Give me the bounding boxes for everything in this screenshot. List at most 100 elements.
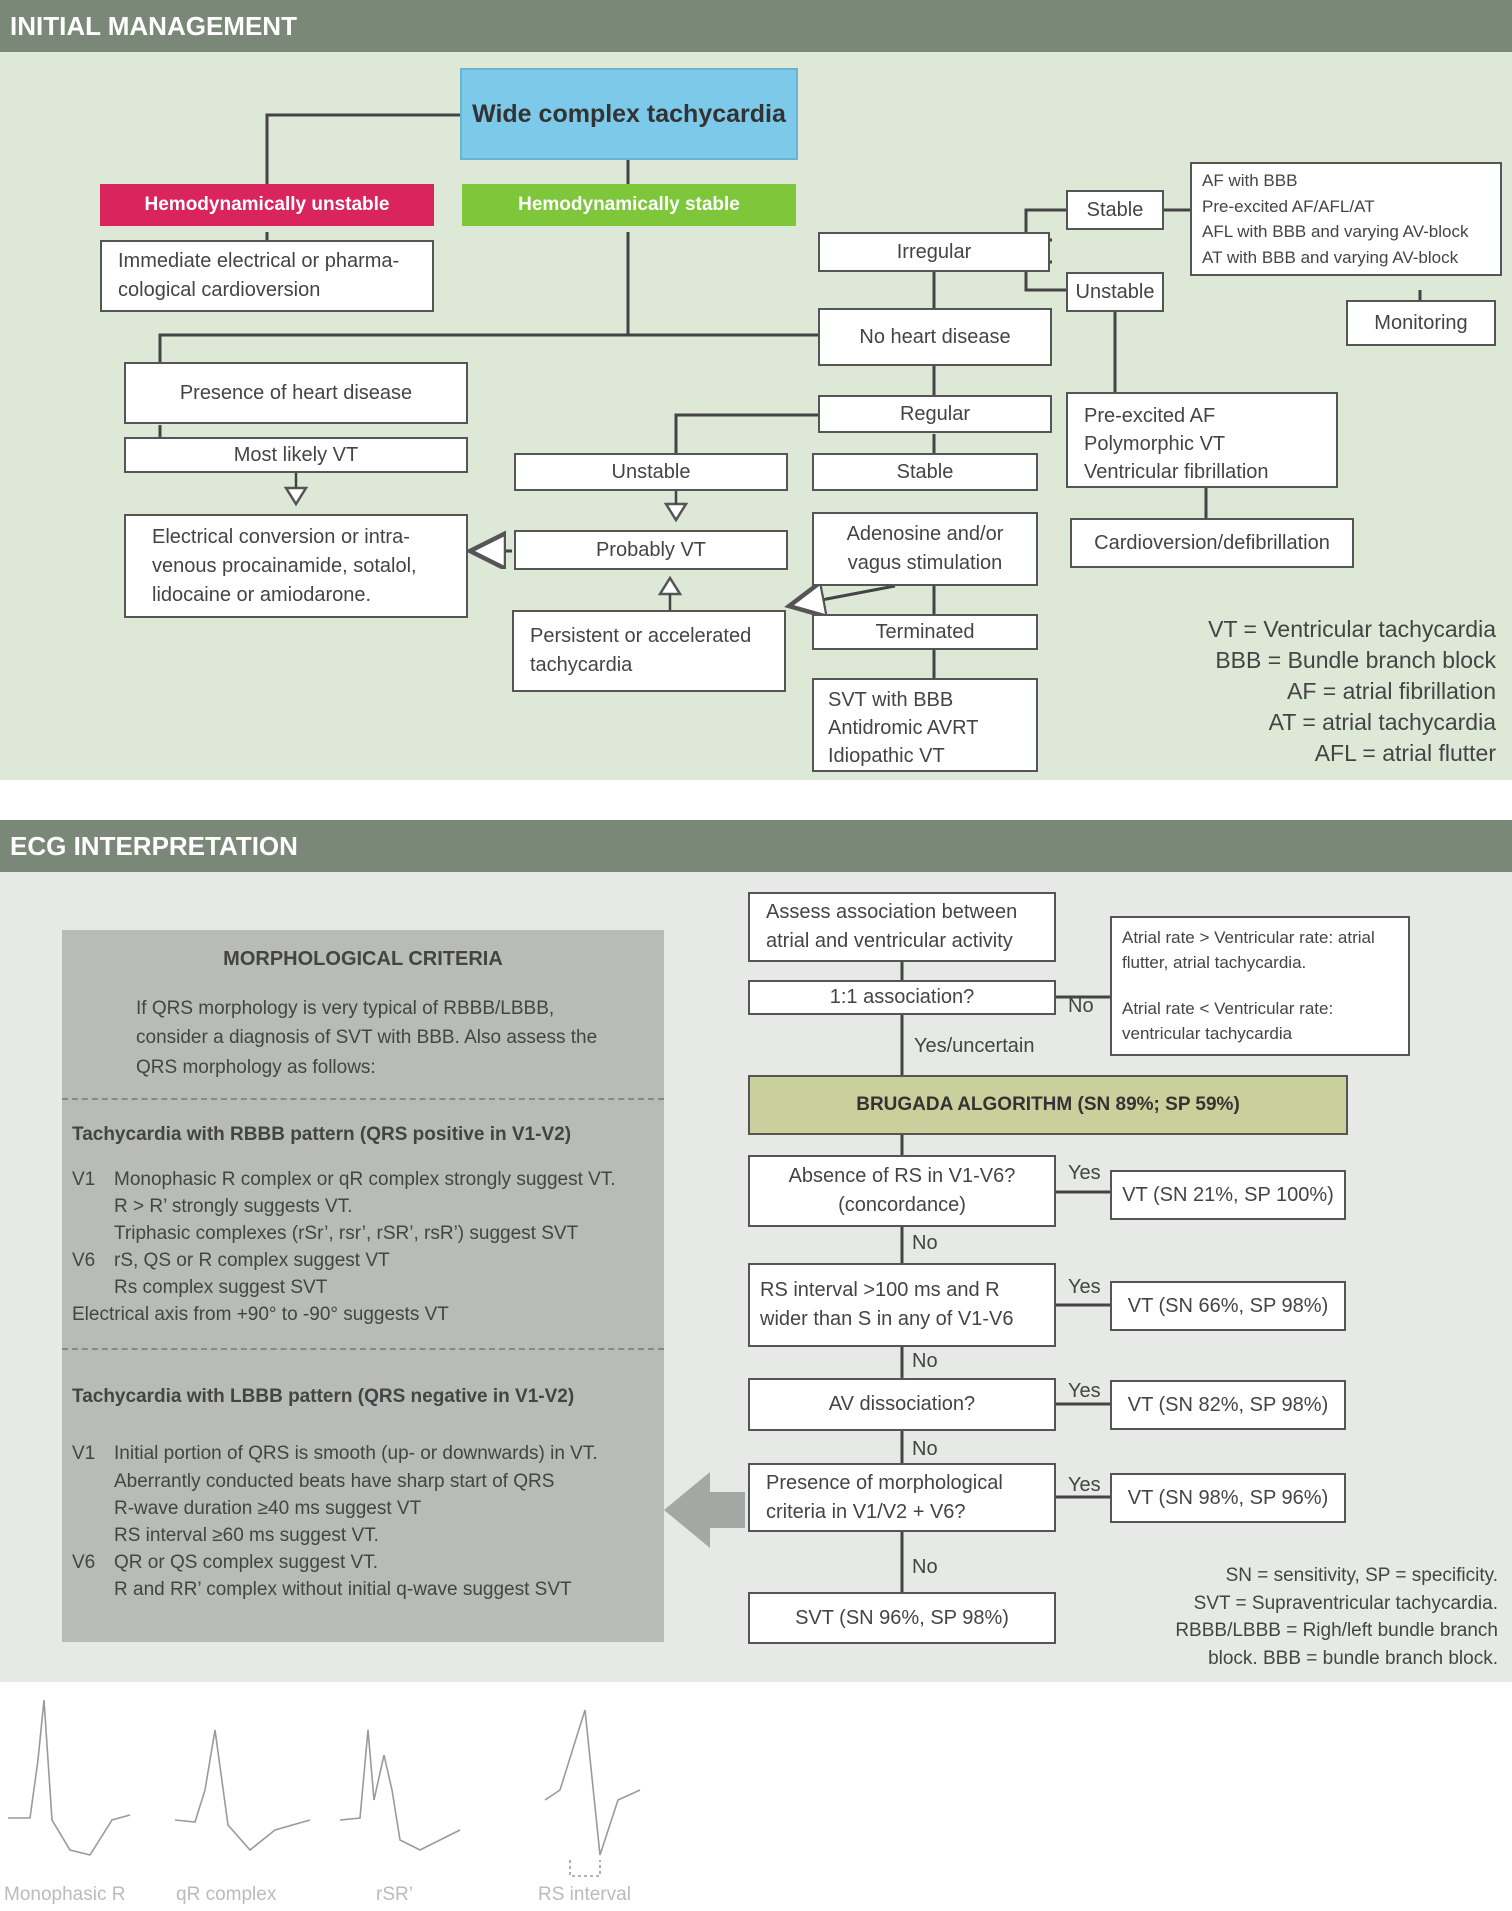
hemodynamically-stable-label: Hemodynamically stable <box>462 184 796 226</box>
criterion-text: Monophasic R complex or qR complex stron… <box>114 1169 616 1190</box>
brugada-algorithm-box: BRUGADA ALGORITHM (SN 89%; SP 59%) <box>748 1075 1348 1135</box>
vt-result-box: VT (SN 21%, SP 100%) <box>1110 1170 1346 1220</box>
criterion-text: Aberrantly conducted beats have sharp st… <box>114 1471 555 1492</box>
irregular-box: Irregular <box>818 232 1050 272</box>
atrial-rate-less: Atrial rate < Ventricular rate: ventricu… <box>1122 999 1334 1043</box>
criterion-text: Triphasic complexes (rSr’, rsr’, rSR’, r… <box>114 1223 579 1244</box>
monitoring-box: Monitoring <box>1346 300 1496 346</box>
no-label: No <box>912 1556 938 1578</box>
criterion-text: R > R’ strongly suggests VT. <box>114 1196 353 1217</box>
wide-complex-tachycardia-box: Wide complex tachycardia <box>460 68 798 160</box>
lead-label: V1 <box>72 1169 96 1190</box>
rbbb-criterion: R > R’ strongly suggests VT. <box>72 1193 352 1221</box>
rbbb-pattern-title: Tachycardia with RBBB pattern (QRS posit… <box>72 1124 572 1145</box>
no-label: No <box>912 1232 938 1254</box>
morphological-criteria-panel: MORPHOLOGICAL CRITERIA If QRS morphology… <box>62 930 664 1642</box>
lbbb-criterion: R and RR’ complex without initial q-wave… <box>72 1576 572 1604</box>
most-likely-vt-box: Most likely VT <box>124 437 468 473</box>
regular-stable-box: Stable <box>812 453 1038 491</box>
legend-item: AT = atrial tachycardia <box>1268 709 1496 736</box>
yes-uncertain-label: Yes/uncertain <box>914 1035 1035 1057</box>
section-divider <box>62 1348 664 1350</box>
probably-vt-box: Probably VT <box>514 530 788 570</box>
legend-item: AF = atrial fibrillation <box>1287 678 1496 705</box>
ecg-abbreviation-legend: SN = sensitivity, SP = specificity. SVT … <box>1175 1562 1498 1672</box>
abbreviation-legend: VT = Ventricular tachycardia BBB = Bundl… <box>1208 614 1496 769</box>
adenosine-box: Adenosine and/or vagus stimulation <box>812 512 1038 586</box>
lbbb-criterion: V1 Initial portion of QRS is smooth (up- … <box>72 1440 598 1468</box>
criterion-text: QR or QS complex suggest VT. <box>114 1552 378 1573</box>
criterion-text: rS, QS or R complex suggest VT <box>114 1250 390 1271</box>
rbbb-criterion: Rs complex suggest SVT <box>72 1274 327 1302</box>
lead-label: V1 <box>72 1443 96 1464</box>
criterion-text: R and RR’ complex without initial q-wave… <box>114 1579 572 1600</box>
legend-item: block. BBB = bundle branch block. <box>1208 1647 1498 1669</box>
rbbb-criterion: V6 rS, QS or R complex suggest VT <box>72 1247 390 1275</box>
irregular-stable-box: Stable <box>1066 190 1164 230</box>
svt-list-item: Idiopathic VT <box>828 745 945 767</box>
assess-association-box: Assess association between atrial and ve… <box>748 892 1056 962</box>
regular-unstable-box: Unstable <box>514 453 788 491</box>
rs-interval-box: RS interval >100 ms and R wider than S i… <box>748 1263 1056 1347</box>
no-label: No <box>1068 995 1094 1017</box>
waveform-label: rSR’ <box>376 1884 413 1905</box>
pre-excited-item: Ventricular fibrillation <box>1084 461 1269 483</box>
lead-label: V6 <box>72 1250 96 1271</box>
vt-result-box: VT (SN 98%, SP 96%) <box>1110 1473 1346 1523</box>
lbbb-criterion: R-wave duration ≥40 ms suggest VT <box>72 1495 421 1523</box>
svt-with-bbb-box: SVT with BBB Antidromic AVRT Idiopathic … <box>812 678 1038 772</box>
presence-heart-disease-box: Presence of heart disease <box>124 362 468 424</box>
pre-excited-af-box: Pre-excited AF Polymorphic VT Ventricula… <box>1066 392 1338 488</box>
svt-list-item: SVT with BBB <box>828 689 954 711</box>
af-list-item: AF with BBB <box>1202 171 1298 190</box>
criterion-text: Rs complex suggest SVT <box>114 1277 328 1298</box>
pre-excited-item: Pre-excited AF <box>1084 405 1216 427</box>
vt-result-box: VT (SN 82%, SP 98%) <box>1110 1380 1346 1430</box>
lbbb-pattern-title: Tachycardia with LBBB pattern (QRS negat… <box>72 1386 575 1407</box>
svt-result-box: SVT (SN 96%, SP 98%) <box>748 1592 1056 1644</box>
lbbb-criterion: RS interval ≥60 ms suggest VT. <box>72 1522 379 1550</box>
criterion-text: R-wave duration ≥40 ms suggest VT <box>114 1498 422 1519</box>
morphological-criteria-title: MORPHOLOGICAL CRITERIA <box>223 948 503 970</box>
legend-item: AFL = atrial flutter <box>1314 740 1496 767</box>
no-label: No <box>912 1438 938 1460</box>
persistent-tachycardia-box: Persistent or accelerated tachycardia <box>512 610 786 692</box>
af-list-item: Pre-excited AF/AFL/AT <box>1202 196 1375 216</box>
vt-result-box: VT (SN 66%, SP 98%) <box>1110 1281 1346 1331</box>
morphological-criteria-question-box: Presence of morphological criteria in V1… <box>748 1463 1056 1532</box>
rbbb-criterion: V1 Monophasic R complex or qR complex str… <box>72 1166 616 1194</box>
atrial-rate-box: Atrial rate > Ventricular rate: atrial f… <box>1110 916 1410 1056</box>
regular-box: Regular <box>818 395 1052 433</box>
waveform-label: RS interval <box>538 1884 631 1905</box>
hemodynamically-unstable-label: Hemodynamically unstable <box>100 184 434 226</box>
morphological-criteria-intro: If QRS morphology is very typical of RBB… <box>136 998 598 1078</box>
terminated-box: Terminated <box>812 614 1038 650</box>
waveform-label: Monophasic R <box>4 1884 126 1905</box>
irregular-unstable-box: Unstable <box>1066 272 1164 312</box>
axis-criterion: Electrical axis from +90° to -90° sugges… <box>72 1304 449 1325</box>
yes-label: Yes <box>1068 1276 1101 1298</box>
af-list-item: AFL with BBB and varying AV-block <box>1202 222 1469 241</box>
svt-list-item: Antidromic AVRT <box>828 717 979 739</box>
legend-item: SN = sensitivity, SP = specificity. <box>1225 1565 1498 1586</box>
electrical-conversion-box: Electrical conversion or intra-venous pr… <box>124 514 468 618</box>
legend-item: VT = Ventricular tachycardia <box>1208 616 1496 642</box>
absence-of-rs-box: Absence of RS in V1-V6? (concordance) <box>748 1155 1056 1227</box>
pre-excited-item: Polymorphic VT <box>1084 433 1226 455</box>
yes-label: Yes <box>1068 1380 1101 1402</box>
legend-item: BBB = Bundle branch block <box>1215 647 1496 674</box>
no-label: No <box>912 1350 938 1372</box>
legend-item: RBBB/LBBB = Righ/left bundle branch <box>1175 1620 1498 1642</box>
rbbb-criterion: Triphasic complexes (rSr’, rsr’, rSR’, r… <box>72 1220 578 1248</box>
criterion-text: RS interval ≥60 ms suggest VT. <box>114 1525 379 1546</box>
atrial-rate-greater: Atrial rate > Ventricular rate: atrial f… <box>1122 928 1375 972</box>
cardioversion-defibrillation-box: Cardioversion/defibrillation <box>1070 518 1354 568</box>
waveform-label: qR complex <box>176 1884 277 1905</box>
lbbb-criterion: Aberrantly conducted beats have sharp st… <box>72 1468 554 1496</box>
initial-management-header: INITIAL MANAGEMENT <box>0 0 1512 52</box>
yes-label: Yes <box>1068 1162 1101 1184</box>
yes-label: Yes <box>1068 1474 1101 1496</box>
criterion-text: Initial portion of QRS is smooth (up- or… <box>114 1443 598 1464</box>
av-dissociation-box: AV dissociation? <box>748 1378 1056 1431</box>
immediate-cardioversion-box: Immediate electrical or pharma-cological… <box>100 240 434 312</box>
